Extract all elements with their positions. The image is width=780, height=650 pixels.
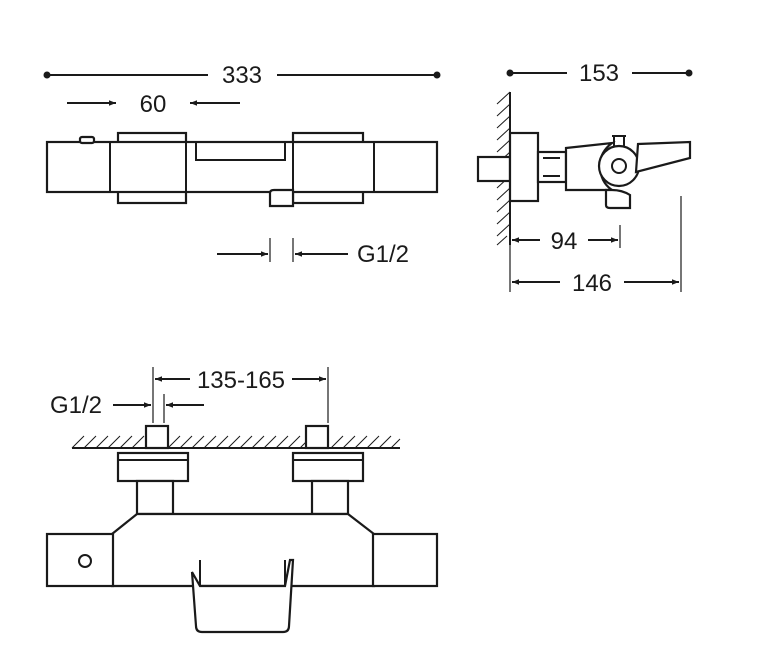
- wall-nut-left: [116, 451, 190, 483]
- handle-reach-label: 146: [572, 270, 612, 297]
- spout-side: [634, 140, 692, 174]
- side-view: 153: [476, 60, 693, 297]
- overall-length-label: 333: [222, 62, 262, 89]
- dim-outlet-thread: G1/2: [217, 238, 409, 268]
- dim-inlet-spacing: 135-165: [152, 367, 329, 423]
- spout-width-label: 60: [140, 91, 167, 118]
- dim-overall-length: 333: [43, 62, 441, 89]
- installation-view: 135-165 G1/2: [45, 367, 439, 634]
- lever-hole: [78, 554, 92, 568]
- wall-nut-right: [291, 451, 365, 483]
- outlet-thread-label: G1/2: [357, 241, 409, 268]
- dim-spout-width: 60: [67, 91, 240, 118]
- spout-top: [190, 558, 295, 634]
- projection-depth-label: 153: [579, 60, 619, 87]
- dim-inlet-thread: G1/2: [50, 392, 204, 423]
- dim-handle-reach: 146: [509, 196, 682, 297]
- inlet-pipe-side: [476, 155, 512, 183]
- wall-plate-side: [508, 131, 540, 203]
- thermostatic-knob-side: [597, 144, 641, 188]
- inlet-stub-left: [144, 424, 170, 450]
- inlet-spacing-label: 135-165: [197, 367, 285, 394]
- spout-reach-label: 94: [551, 228, 578, 255]
- inlet-thread-label: G1/2: [50, 392, 102, 419]
- mixer-body-top: [45, 512, 439, 634]
- mixer-body-front: [45, 131, 439, 208]
- dim-projection-depth: 153: [506, 60, 693, 87]
- wall-top: [71, 435, 401, 449]
- front-view: 333 60: [43, 62, 441, 268]
- inlet-stub-right: [304, 424, 330, 450]
- dim-spout-reach: 94: [512, 225, 621, 255]
